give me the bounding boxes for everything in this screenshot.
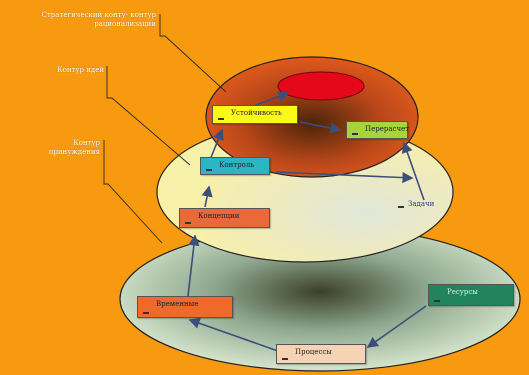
flow-arrows	[187, 91, 427, 352]
node-vremennye-label: Временные	[156, 300, 199, 308]
node-marker-icon	[218, 118, 224, 120]
side-label-leaders	[103, 14, 227, 244]
contour-ellipse-top	[205, 56, 419, 178]
node-processy: Процессы	[276, 344, 366, 364]
top-red-pill	[277, 71, 365, 101]
node-koncepcii: Концепции	[179, 208, 270, 228]
node-zadachi-label: Задачи	[408, 200, 435, 208]
node-vremennye: Временные	[137, 296, 233, 318]
node-ustoichivost: Устойчивость	[212, 105, 298, 124]
node-kontrol-label: Контроль	[219, 161, 255, 169]
node-pereraschet-label: Перерасчет	[365, 125, 410, 133]
node-zadachi: Задачи	[398, 200, 434, 209]
side-label-coercion-contour: Контур принуждения	[48, 139, 100, 156]
node-marker-icon	[398, 206, 404, 208]
node-ustoichivost-label: Устойчивость	[231, 109, 282, 117]
node-marker-icon	[352, 133, 358, 135]
node-pereraschet: Перерасчет	[346, 121, 410, 139]
node-marker-icon	[185, 222, 191, 224]
node-marker-icon	[206, 169, 212, 171]
node-right-green-label: Ресурсы	[447, 288, 478, 296]
node-marker-icon	[282, 358, 288, 360]
node-processy-label: Процессы	[295, 348, 332, 356]
side-label-strategic-contour: Стратегический конту- контур рационализа…	[41, 11, 156, 28]
node-marker-icon	[434, 300, 440, 302]
node-marker-icon	[143, 312, 149, 314]
side-label-ideas-contour: Контур идей	[57, 66, 104, 74]
node-kontrol: Контроль	[200, 157, 270, 175]
node-right-green: Ресурсы	[428, 284, 514, 306]
node-koncepcii-label: Концепции	[198, 212, 240, 220]
